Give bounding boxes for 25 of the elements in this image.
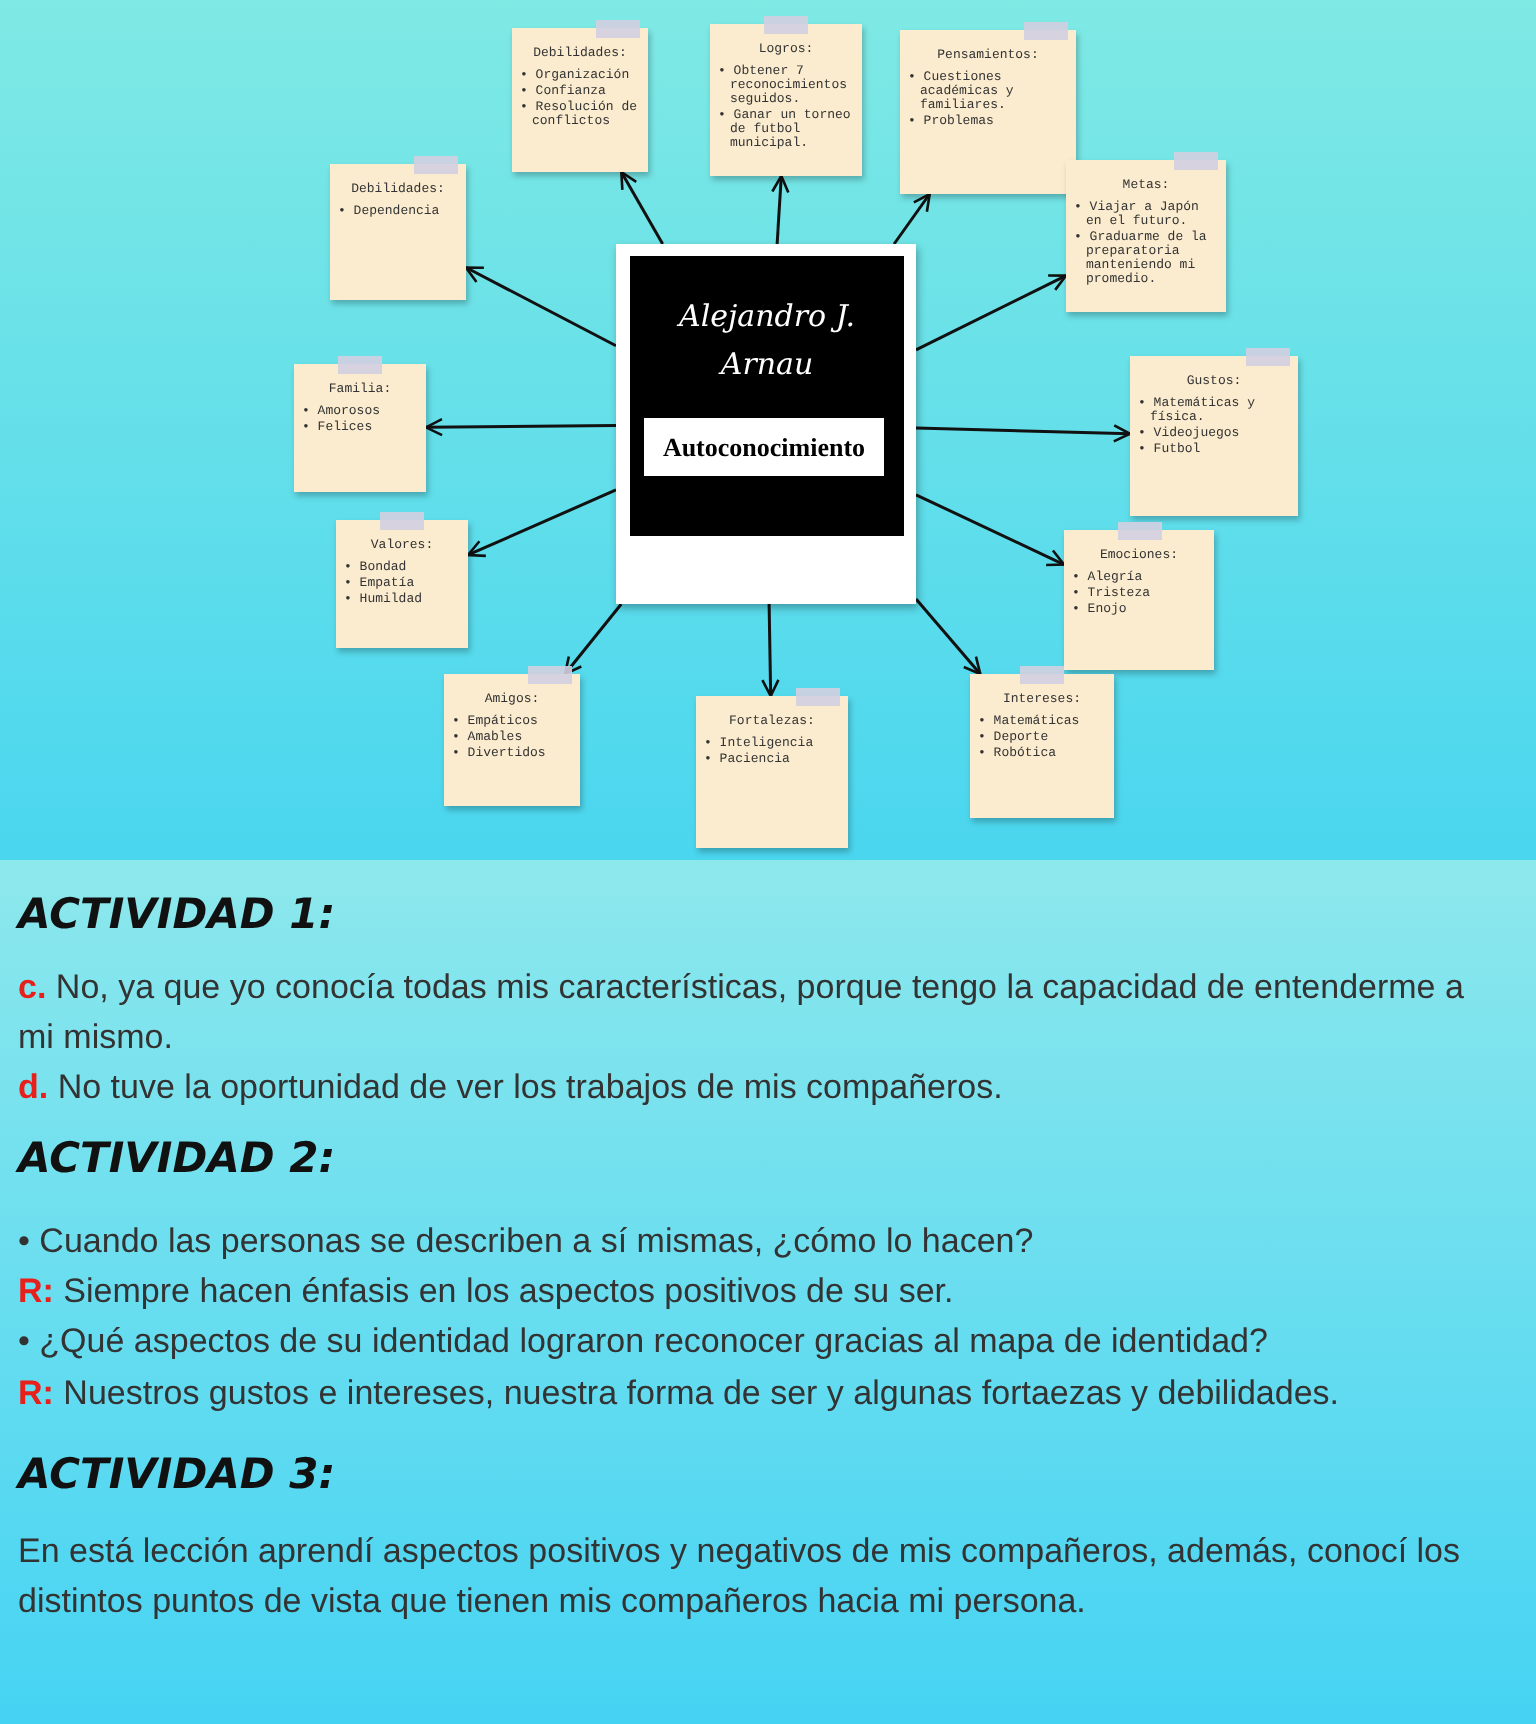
arrow (563, 603, 623, 676)
answer-text: R: Nuestros gustos e intereses, nuestra forma de ser y algunas fortaezas y debilidades. (18, 1372, 1342, 1416)
arrow (892, 192, 931, 245)
arrow (424, 417, 616, 437)
arrow (771, 174, 790, 245)
answer-text: c. No, ya que yo conocía todas mis características, porque tengo la capacidad de entenderme a mi mismo. (18, 966, 1466, 1060)
answer-text: R: Siempre hacen énfasis en los aspectos positivos de su ser. (18, 1270, 956, 1314)
question-text: • Cuando las personas se describen a sí mismas, ¿cómo lo hacen? (18, 1220, 1036, 1264)
arrow (620, 170, 664, 245)
answer-text: En está lección aprendí aspectos positivos y negativos de mis compañeros, además, conocí los distintos puntos de vista que tienen mis compañeros hacia mi persona. (18, 1530, 1462, 1624)
title-label: Autoconocimiento (644, 418, 884, 476)
name-text: Alejandro J. Arnau (674, 296, 857, 386)
arrow (915, 424, 1132, 443)
arrow (914, 598, 982, 676)
section-heading: ACTIVIDAD 2: (18, 1134, 336, 1182)
section-heading: ACTIVIDAD 3: (18, 1450, 336, 1498)
question-text: • ¿Qué aspectos de su identidad lograron reconocer gracias al mapa de identidad? (18, 1320, 1270, 1364)
answer-text: d. No tuve la oportunidad de ver los trabajos de mis compañeros. (18, 1066, 1005, 1110)
arrow (761, 603, 780, 698)
section-heading: ACTIVIDAD 1: (18, 890, 336, 938)
arrow (915, 274, 1068, 352)
arrow (915, 493, 1066, 567)
arrow (466, 488, 617, 558)
arrow (464, 266, 617, 348)
polaroid-frame (616, 244, 916, 604)
